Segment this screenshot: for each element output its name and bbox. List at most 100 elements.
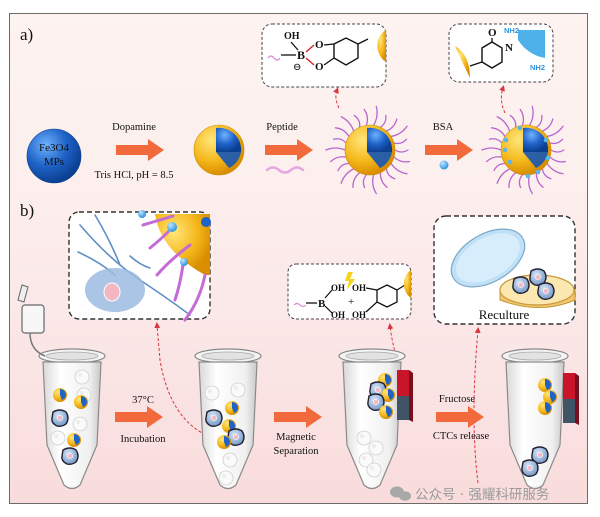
watermark-text: 公众号 · 强耀科研服务 [415, 487, 549, 503]
peptide-strand [362, 174, 368, 189]
inset1-pointer [333, 87, 340, 109]
chem-oxygen-bottom: O [315, 61, 324, 73]
peptide-strand [340, 116, 355, 132]
chem-oh-b3: OH [352, 283, 366, 293]
step-conditions-label: Tris HCl, pH = 8.5 [94, 170, 173, 181]
peptide-strand [353, 114, 361, 128]
bsa-blocked-particle [481, 105, 566, 195]
peptide-strand [337, 162, 350, 172]
step-magnetic-label: Magnetic [276, 432, 316, 443]
peptide-strand [372, 174, 377, 195]
tube-cap [17, 284, 46, 357]
peptide-strand [379, 172, 388, 188]
peptide-strand [393, 156, 410, 163]
step-bsa-label: BSA [433, 122, 454, 133]
peptide-strand [508, 172, 517, 188]
step-arrow-incubation [115, 406, 163, 428]
watermark: 公众号 · 强耀科研服务 [390, 486, 549, 503]
chem-oxygen-label: O [488, 27, 497, 39]
peptide-strand [546, 125, 564, 138]
pda-coated-particle [193, 124, 245, 176]
wechat-icon [390, 486, 411, 501]
tube-magnetic-separation [338, 348, 406, 490]
inset-boronic-acid-release: B OH OH + OH OH [287, 263, 412, 320]
chem-oh-b2: OH [331, 310, 345, 320]
peptide-grafted-particle [325, 105, 410, 195]
step-arrow-release [436, 406, 484, 428]
peptide-strand [496, 168, 511, 184]
magnet-icon [397, 370, 413, 422]
step-arrow-bsa [425, 139, 473, 161]
inset-schiff-base: O N NH2 NH2 [448, 23, 554, 83]
step-separation-label: Separation [274, 446, 320, 457]
peptide-strand [535, 172, 544, 188]
peptide-strand [372, 105, 378, 126]
peptide-strand [390, 162, 408, 175]
bsa-dot [502, 147, 508, 153]
step-temperature-label: 37°C [132, 395, 154, 406]
bsa-dot [517, 125, 523, 131]
peptide-strand [546, 162, 564, 175]
peptide-strand [481, 147, 502, 151]
peptide-strand [394, 149, 409, 153]
chem-plus: + [348, 296, 354, 308]
panel-b-label: b) [20, 201, 34, 220]
peptide-strand [334, 127, 350, 138]
peptide-strand [390, 125, 408, 138]
chem-nh2-top: NH2 [504, 26, 519, 35]
peptide-strand [519, 108, 525, 126]
chem-oh-b1: OH [331, 283, 345, 293]
chem-negative-charge: ⊖ [293, 62, 301, 73]
panel-a-label: a) [20, 25, 33, 44]
peptide-strand [528, 105, 534, 126]
step-peptide-label: Peptide [266, 122, 298, 133]
step-ctcs-release-label: CTCs release [433, 431, 490, 442]
peptide-strand [385, 118, 398, 132]
bsa-dot [525, 173, 531, 179]
fe3o4-core-particle: Fe3O4 MPs [26, 128, 82, 184]
chem-oxygen-top: O [315, 39, 324, 51]
step-arrow-dopamine [116, 139, 164, 161]
tube-sample [38, 348, 106, 490]
peptide-strand [549, 138, 564, 145]
peptide-strand [550, 149, 565, 153]
peptide-strand [488, 138, 503, 144]
inset-cell-capture [68, 210, 211, 322]
bsa-dot [503, 137, 509, 143]
inset-reculture-pointer [473, 327, 481, 484]
peptide-strand [493, 162, 506, 172]
peptide-strand [549, 156, 566, 163]
peptide-strand [541, 168, 552, 180]
inset-chem-pointer [387, 323, 398, 361]
peptide-strand [535, 114, 543, 128]
peptide-strand [340, 168, 355, 184]
peptide-strand [393, 138, 408, 145]
step-incubation-label: Incubation [121, 434, 167, 445]
bsa-dot [535, 169, 541, 175]
peptide-strand [332, 138, 347, 144]
peptide-strand [541, 118, 554, 132]
inset-boronate-ester: OH B ⊖ O O [261, 23, 387, 88]
chem-oh-label: OH [284, 31, 300, 42]
bsa-dot [543, 137, 549, 143]
inset-reculture: Reculture [433, 215, 576, 325]
peptide-strand [385, 168, 396, 180]
step-arrow-peptide [265, 139, 313, 161]
peptide-strand [496, 116, 511, 132]
lightning-icon [345, 272, 355, 290]
inset2-pointer [499, 85, 506, 114]
peptide-strand [509, 114, 517, 128]
magnet-icon [563, 373, 579, 425]
chem-boron-label: B [297, 48, 305, 62]
tube-incubated [194, 348, 262, 490]
peptide-strand [352, 172, 361, 188]
peptide-strand [379, 114, 387, 128]
peptide-strand [330, 156, 347, 163]
reculture-label: Reculture [479, 307, 530, 322]
chem-boron-b: B [318, 298, 326, 310]
chem-nh2-bottom: NH2 [530, 63, 545, 72]
inset-cell-pointer [154, 322, 211, 438]
bsa-dot [507, 159, 513, 165]
peptide-strand [486, 156, 503, 163]
